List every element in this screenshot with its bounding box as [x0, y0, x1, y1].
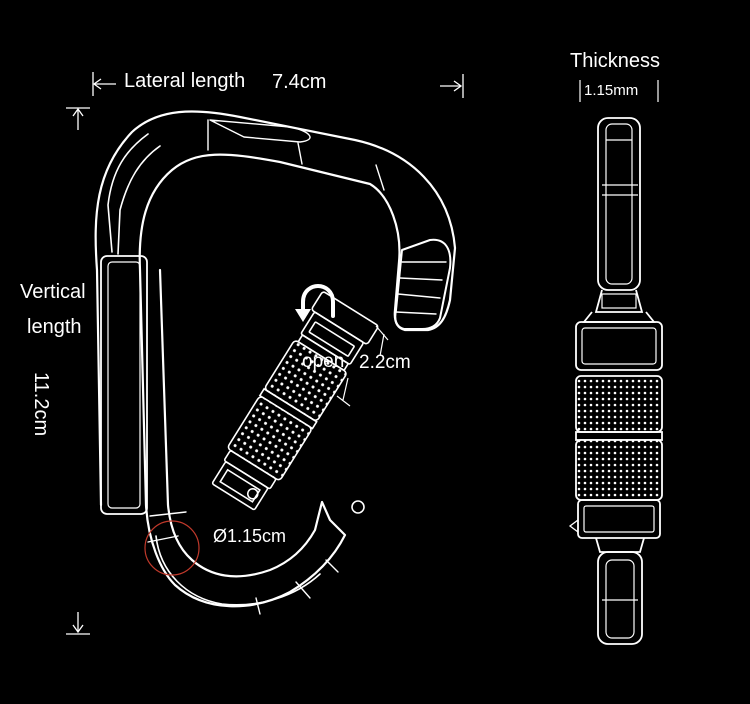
diameter-highlight-circle	[144, 520, 200, 576]
carabiner-side-view	[568, 80, 663, 645]
gate-open-label: open	[302, 351, 345, 372]
carabiner-gate	[211, 291, 379, 511]
rod-diameter-label: Ø1.15cm	[213, 526, 287, 546]
gate-screw	[351, 500, 365, 514]
thickness-value: 1.15mm	[584, 82, 639, 99]
lateral-length-label: Lateral length	[124, 70, 246, 92]
thickness-label: Thickness	[570, 50, 661, 72]
gate-open-value: 2.2cm	[359, 352, 411, 373]
lateral-length-value: 7.4cm	[272, 71, 327, 93]
lateral-dimension-line	[92, 72, 464, 98]
vertical-length-label-line2: length	[27, 316, 82, 338]
gate-open-dimension	[336, 325, 389, 407]
vertical-dimension-line	[66, 107, 90, 635]
vertical-length-label-line1: Vertical	[20, 281, 86, 303]
carabiner-body	[94, 110, 457, 615]
vertical-length-value: 11.2cm	[30, 372, 52, 437]
twist-arrow-icon	[295, 283, 335, 322]
